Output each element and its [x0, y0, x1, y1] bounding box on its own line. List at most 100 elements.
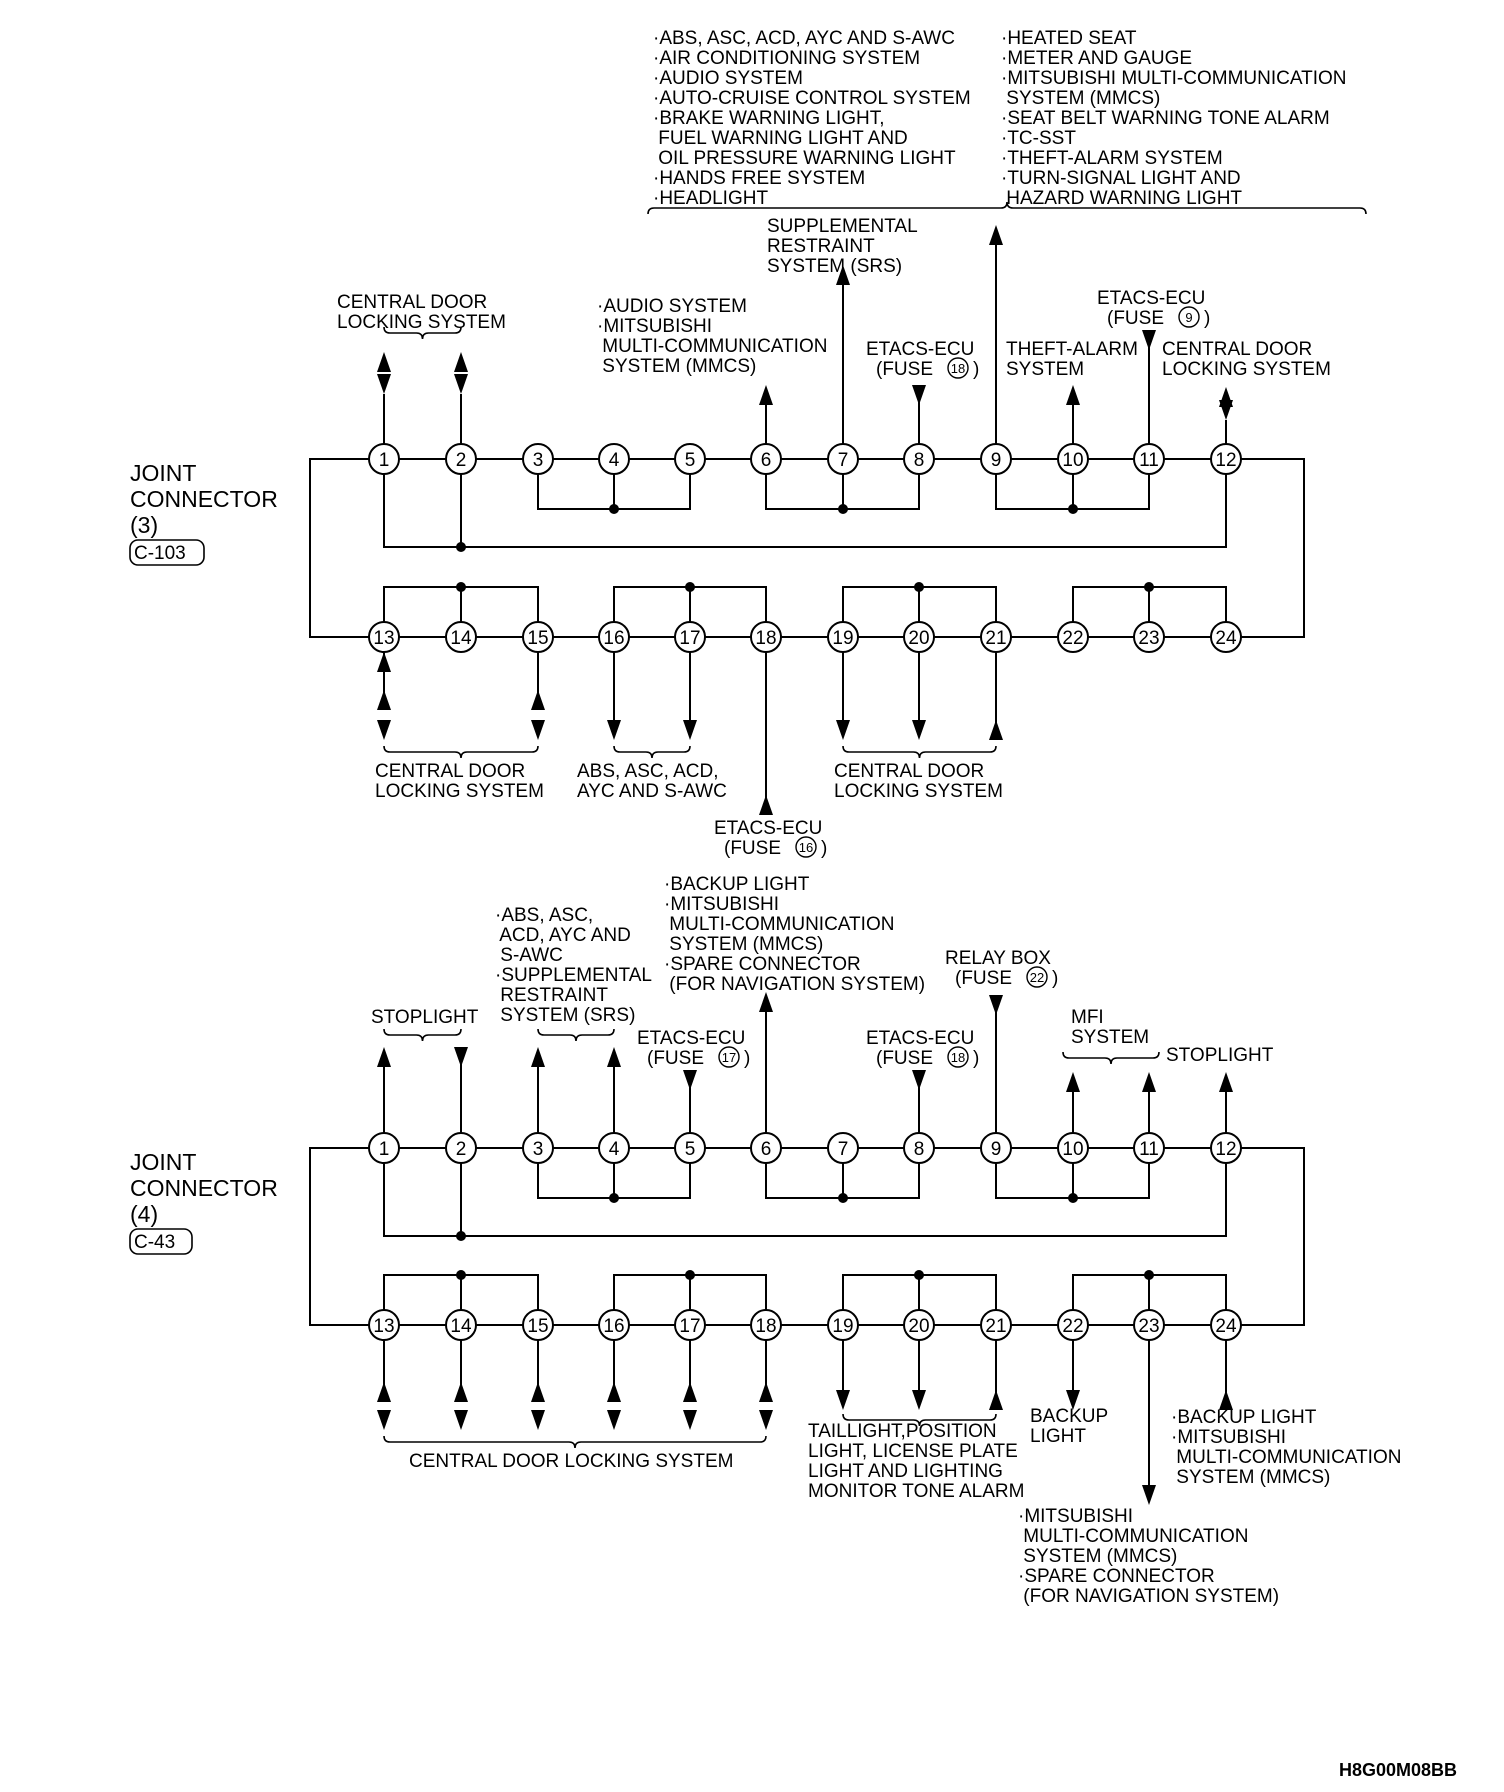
pin-7: [827, 443, 859, 475]
label-pin9-left: ·ABS, ASC, ACD, AYC AND S-AWC·AIR CONDIT…: [653, 28, 971, 209]
label-central-door-13-15-line: LOCKING SYSTEM: [375, 781, 544, 802]
pin-number: 17: [679, 628, 700, 649]
arrow-head-down: [607, 1410, 621, 1430]
label-pin9-right-line: ·TC-SST: [1001, 128, 1076, 149]
pin-8: [903, 443, 935, 475]
arrow-head-down: [912, 1070, 926, 1090]
pin-number: 5: [685, 1139, 696, 1160]
connector-title-line: CONNECTOR: [130, 486, 278, 512]
bracket: [613, 745, 691, 759]
label-theft-alarm-line: THEFT-ALARM: [1006, 339, 1138, 360]
label-etacs-fuse18-paren: ): [973, 359, 979, 380]
label-backup-mmcs-6-line: ·SPARE CONNECTOR: [664, 954, 861, 975]
label-backup-mmcs-6-line: ·BACKUP LIGHT: [664, 874, 810, 895]
arrow-head-up: [836, 265, 850, 285]
label-abs-srs-3-4-line: RESTRAINT: [495, 985, 608, 1006]
pin-4: [598, 443, 630, 475]
arrow-head-up: [377, 690, 391, 710]
pin-number: 9: [991, 450, 1002, 471]
label-central-door-13-18-line: CENTRAL DOOR LOCKING SYSTEM: [409, 1451, 733, 1472]
wiring-lines: [309, 201, 1367, 1485]
label-theft-alarm-line: SYSTEM: [1006, 359, 1084, 380]
label-pin9-left-line: ·AUTO-CRUISE CONTROL SYSTEM: [653, 88, 971, 109]
pin-number: 7: [838, 1139, 849, 1160]
pin-14: [445, 1309, 477, 1341]
arrow-head-up: [531, 1382, 545, 1402]
arrow-head-down: [1066, 1390, 1080, 1410]
pin-20: [903, 1309, 935, 1341]
label-etacs-fuse17-paren: ): [744, 1048, 750, 1069]
fuse-number: 22: [1030, 970, 1044, 985]
pin-number: 17: [679, 1316, 700, 1337]
arrow-head-down: [989, 995, 1003, 1015]
pin-number: 19: [832, 628, 853, 649]
arrow-head-up: [1066, 1072, 1080, 1092]
arrow-head-down: [531, 720, 545, 740]
pin-15: [522, 621, 554, 653]
label-etacs-fuse16-fuse: (FUSE: [724, 838, 781, 859]
arrow-head-up: [377, 1382, 391, 1402]
pin-number: 20: [908, 1316, 929, 1337]
pin-number: 2: [456, 450, 467, 471]
pin-21: [980, 1309, 1012, 1341]
connector-pins: 1132143154165176187198209211022112312241…: [368, 443, 1242, 1341]
pin-number: 11: [1139, 1139, 1159, 1160]
label-mfi-line: MFI: [1071, 1007, 1104, 1028]
pin-number: 18: [755, 1316, 776, 1337]
pin-13: [368, 621, 400, 653]
bracket: [383, 745, 539, 759]
pin-number: 15: [527, 628, 548, 649]
label-mmcs-23-line: ·SPARE CONNECTOR: [1018, 1566, 1215, 1587]
connector-code-box: [129, 1228, 193, 1255]
pin-19: [827, 1309, 859, 1341]
splice-dot: [456, 1270, 466, 1280]
label-abs-srs-3-4: ·ABS, ASC, ACD, AYC AND S-AWC·SUPPLEMENT…: [495, 905, 652, 1026]
label-stoplight-1-2: STOPLIGHT: [371, 1007, 479, 1028]
label-audio-mmcs-line: SYSTEM (MMCS): [597, 356, 756, 377]
label-srs-line: SUPPLEMENTAL: [767, 216, 918, 237]
pin-3: [522, 443, 554, 475]
bracket: [383, 1028, 462, 1042]
label-mmcs-23-line: (FOR NAVIGATION SYSTEM): [1018, 1586, 1279, 1607]
arrow-head-up: [683, 1382, 697, 1402]
pin-number: 1: [379, 1139, 390, 1160]
label-backup-mmcs-6-line: SYSTEM (MMCS): [664, 934, 823, 955]
arrow-head-down: [454, 1410, 468, 1430]
label-etacs-fuse18-fuse: (FUSE: [876, 359, 933, 380]
arrow-head-up: [759, 1382, 773, 1402]
pin-number: 1: [379, 450, 390, 471]
splice-dot: [685, 1270, 695, 1280]
pin-18: [750, 1309, 782, 1341]
label-abs-16-17-line: AYC AND S-AWC: [577, 781, 727, 802]
label-etacs-fuse17-fuse: (FUSE: [647, 1048, 704, 1069]
pin-21: [980, 621, 1012, 653]
pin-number: 23: [1138, 1316, 1159, 1337]
label-abs-16-17: ABS, ASC, ACD,AYC AND S-AWC: [577, 761, 727, 802]
arrow-head-up: [1219, 1390, 1233, 1410]
label-etacs-fuse18b: ETACS-ECU: [866, 1028, 974, 1049]
label-relay-fuse22-paren: ): [1052, 968, 1058, 989]
pin-number: 23: [1138, 628, 1159, 649]
pin-22: [1057, 1309, 1089, 1341]
pin-number: 3: [533, 1139, 544, 1160]
pin-6: [750, 443, 782, 475]
label-pin9-right-line: ·THEFT-ALARM SYSTEM: [1001, 148, 1223, 169]
pin-number: 4: [609, 450, 620, 471]
label-stoplight-1-2-line: STOPLIGHT: [371, 1007, 479, 1028]
pin-17: [674, 621, 706, 653]
splice-dot: [456, 582, 466, 592]
label-pin9-right: ·HEATED SEAT·METER AND GAUGE·MITSUBISHI …: [1001, 28, 1347, 209]
label-etacs-fuse9: ETACS-ECU: [1097, 288, 1205, 309]
connector-code: C-43: [134, 1232, 175, 1253]
label-pin9-right-line: ·TURN-SIGNAL LIGHT AND: [1001, 168, 1241, 189]
pin-4: [598, 1132, 630, 1164]
splice-dot: [456, 1231, 466, 1241]
bracket: [1062, 1051, 1160, 1065]
splice-dot: [838, 504, 848, 514]
arrow-head-down: [683, 1070, 697, 1090]
pin-number: 13: [373, 1316, 394, 1337]
label-etacs-fuse17-line: ETACS-ECU: [637, 1028, 745, 1049]
arrow-head-down: [683, 1410, 697, 1430]
pin-2: [445, 443, 477, 475]
